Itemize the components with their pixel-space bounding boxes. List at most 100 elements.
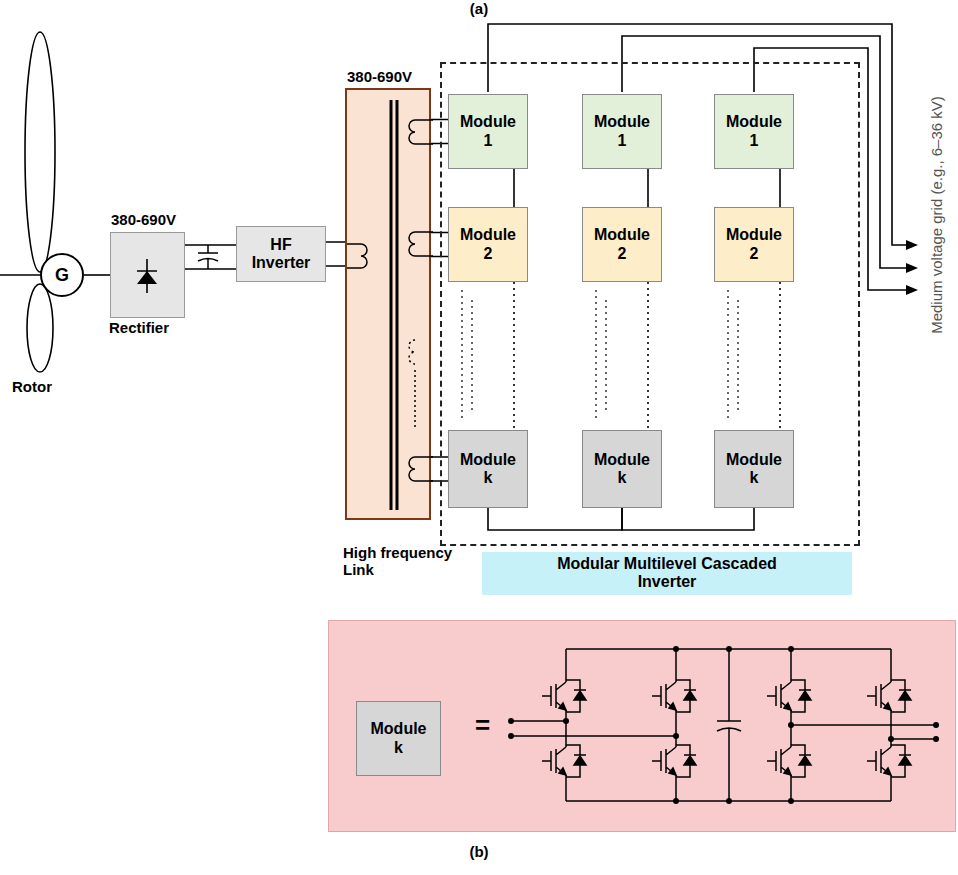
cascade-frame: Modular Multilevel Cascaded InverterModu… [440,62,860,546]
dc-link-capacitor [198,245,218,269]
diode-body [137,271,157,284]
igbt-symbol [542,682,566,710]
diode-body [574,691,586,700]
leg-wire [565,649,567,801]
leg-wire [675,649,677,801]
box-label: Module 2 [590,226,654,263]
box-label: Module k [722,451,786,488]
junction-dot [788,646,794,652]
arrowhead [906,263,918,273]
igbt-arrow [884,768,891,775]
wire-connector [488,508,622,530]
box-label: Module 1 [590,113,654,150]
group-caption: Modular Multilevel Cascaded Inverter [482,552,852,595]
diode-symbol [111,233,186,319]
wire-connector [622,508,754,530]
wire-connector [779,169,781,207]
igbt-switches [542,649,911,801]
box-label: Module k [456,451,520,488]
junction-dot [726,798,732,804]
wire-connector [326,242,345,266]
igbt-symbol [542,747,566,775]
voltage-label: 380-690V [347,68,412,85]
grid-arrowheads [906,240,918,295]
box-label: HF Inverter [244,236,318,273]
igbt-symbol [652,747,676,775]
module-box: Module 2 [448,207,528,282]
igbt-arrow [669,768,676,775]
wire-connector [779,282,781,430]
diode-symbol [676,680,696,712]
diode-body [684,756,696,765]
module-box: Module 2 [714,207,794,282]
module-box: Module 1 [714,94,794,169]
igbt-arrow [559,703,566,710]
module-box: Module 1 [582,94,662,169]
diode-lead [137,259,157,293]
leg-wire [890,649,892,801]
junction-dots [508,646,939,804]
wire-connector [84,274,110,276]
module-box: Module k [582,430,662,508]
diode-body [574,756,586,765]
figure-tag: (a) [0,0,958,17]
diode-symbol [791,745,811,777]
box-label: Module 1 [722,113,786,150]
junction-dot [788,798,794,804]
rotor-blade [27,284,53,372]
box-label: Module k [364,720,433,757]
junction-dot [888,736,894,742]
rotor-shaft [0,274,40,276]
igbt-symbol [767,747,791,775]
box-label: Module k [590,451,654,488]
secondary-winding [409,120,433,481]
part-label: Rotor [12,378,52,395]
rectifier-box: 380-690VRectifier [110,232,185,318]
module-box: Module 1 [448,94,528,169]
module-box: Module 2 [582,207,662,282]
igbt-symbol [867,747,891,775]
module-detail-panel: =Module k [328,620,956,832]
terminal-dot [933,736,939,742]
module-box: Module k [356,701,441,776]
inverter-box: HF Inverter [236,226,326,282]
grid-label: Medium voltage grid (e.g., 6–36 kV) [927,45,947,385]
box-caption: Rectifier [109,319,169,336]
igbt-arrow [559,768,566,775]
junction-dot [673,733,679,739]
box-label: Module 2 [722,226,786,263]
junction-dot [726,646,732,652]
repeat-dots [462,290,738,420]
diode-symbol [891,745,911,777]
igbt-arrow [884,703,891,710]
transformer-windings [347,90,433,522]
diode-body [684,691,696,700]
box-label: Module 2 [456,226,520,263]
rotor-blade [25,32,55,272]
arrowhead [906,285,918,295]
junction-dot [563,718,569,724]
igbt-arrow [784,703,791,710]
terminal-dot [508,733,514,739]
igbt-symbol [767,682,791,710]
diode-symbol [676,745,696,777]
wire-connector [647,282,649,430]
diode-body [899,756,911,765]
voltage-label: 380-690V [111,211,176,228]
igbt-symbol [652,682,676,710]
wire-connector [647,169,649,207]
transformer-box: 380-690VHigh frequency Link [345,88,431,520]
rotor-group [0,32,55,372]
secondary-winding-repeat [409,340,415,430]
junction-dot [788,722,794,728]
diode-symbol [566,680,586,712]
terminal-dot [933,722,939,728]
terminal-wire [511,721,936,739]
igbt-symbol [867,682,891,710]
wire-connector [513,282,515,430]
box-label: Module 1 [456,113,520,150]
igbt-arrow [784,768,791,775]
diode-symbol [791,680,811,712]
igbt-arrow [669,703,676,710]
